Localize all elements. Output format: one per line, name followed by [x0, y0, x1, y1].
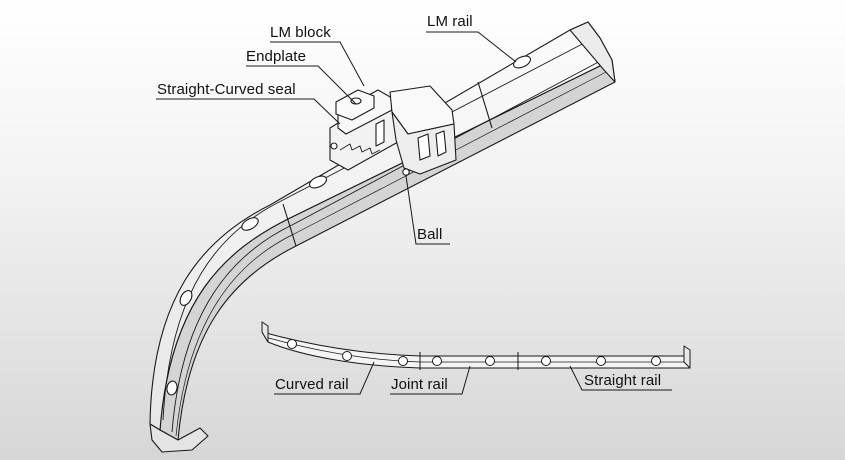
label-endplate: Endplate: [246, 48, 307, 65]
composite-rail-body: [261, 331, 691, 369]
composite-hole: [485, 356, 495, 366]
composite-hole: [287, 339, 297, 349]
leader-lm-rail: [426, 31, 517, 63]
leader-seal: [156, 98, 341, 125]
leader-straight-rail: [569, 365, 672, 391]
leader-ball: [405, 175, 450, 245]
leader-curved-rail: [274, 361, 375, 395]
rail-hole: [166, 380, 178, 396]
composite-hole: [342, 351, 352, 361]
composite-hole: [596, 356, 606, 366]
composite-hole: [541, 356, 551, 366]
rail-joint-line: [282, 203, 297, 247]
lm-block-assembly: [329, 85, 457, 176]
composite-hole: [651, 356, 661, 366]
composite-hole: [398, 356, 408, 366]
leader-lm-block: [270, 41, 365, 87]
rail-end-face: [149, 423, 209, 453]
label-lm-block: LM block: [270, 24, 331, 41]
rail-groove-mid: [175, 69, 611, 437]
label-curved-rail: Curved rail: [275, 376, 349, 393]
seal-teeth: [339, 143, 381, 155]
composite-rail: [261, 321, 691, 370]
composite-rail-left-end: [261, 321, 269, 343]
rail-hole: [513, 55, 531, 69]
ball: [402, 168, 410, 176]
label-straight-curved-seal: Straight-Curved seal: [157, 81, 296, 98]
leader-endplate: [246, 65, 357, 105]
label-lm-rail: LM rail: [427, 13, 473, 30]
leader-joint-rail: [390, 365, 471, 395]
lm-block-cap: [335, 89, 375, 121]
rail-hole: [309, 175, 327, 189]
block-slot: [435, 130, 447, 157]
leader-lines: [156, 31, 672, 395]
composite-hole: [432, 356, 442, 366]
rail-joint-line: [477, 81, 493, 129]
label-straight-rail: Straight rail: [584, 372, 662, 389]
block-slot: [417, 133, 431, 161]
seal-slot: [375, 119, 385, 147]
rail-hole: [179, 290, 193, 306]
label-ball: Ball: [417, 226, 443, 243]
rail-hole: [241, 217, 259, 231]
rail-end-top: [569, 21, 616, 83]
composite-rail-right-end: [683, 345, 691, 369]
label-joint-rail: Joint rail: [391, 376, 448, 393]
rail-groove-top: [162, 39, 591, 421]
rail-groove-low: [171, 57, 607, 433]
block-bolt: [330, 142, 338, 150]
main-rail: [149, 21, 616, 453]
